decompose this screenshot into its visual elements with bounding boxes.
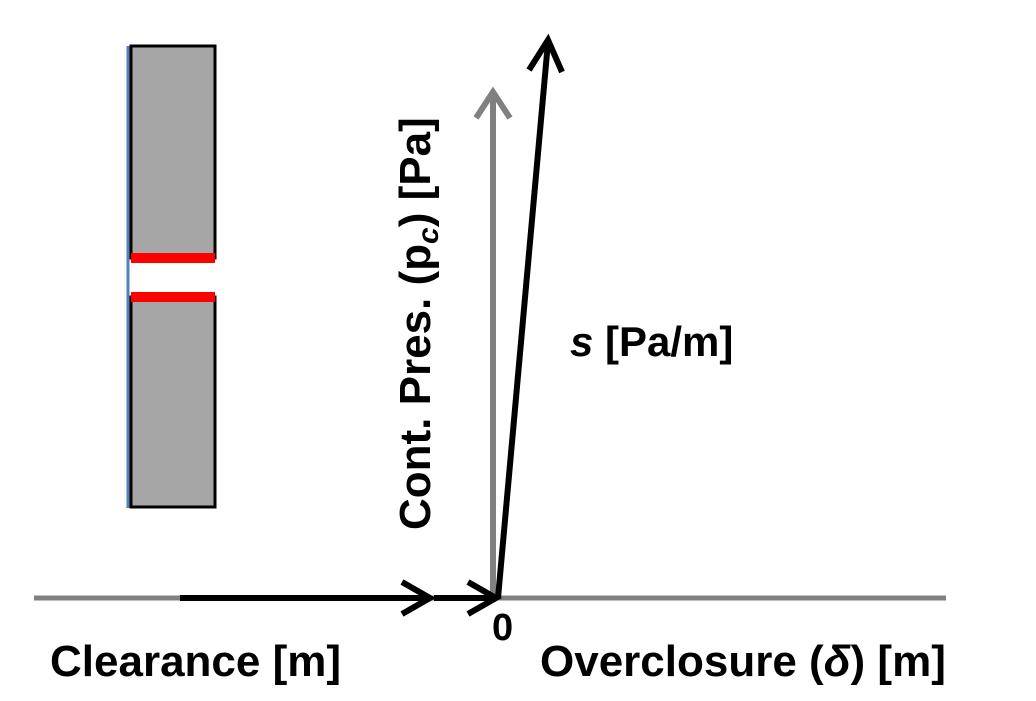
stiffness-arrowhead bbox=[526, 33, 565, 74]
overclosure-label: Overclosure (δ) [m] bbox=[540, 637, 946, 686]
origin-label: 0 bbox=[492, 607, 513, 649]
clearance-label: Clearance [m] bbox=[50, 637, 341, 686]
contact-blocks bbox=[126, 44, 217, 509]
slope-label: s [Pa/m] bbox=[570, 318, 733, 365]
upper-block bbox=[129, 44, 217, 260]
pressure-axis bbox=[473, 86, 513, 598]
clearance-arrowhead-2 bbox=[466, 579, 503, 617]
pressure-axis-arrowhead bbox=[473, 86, 513, 120]
lower-block bbox=[129, 295, 217, 509]
y-axis-label: Cont. Pres. (pc) [Pa] bbox=[391, 117, 445, 530]
clearance-arrows bbox=[180, 579, 503, 617]
stiffness-line bbox=[495, 33, 565, 599]
clearance-arrowhead-1 bbox=[400, 579, 437, 617]
